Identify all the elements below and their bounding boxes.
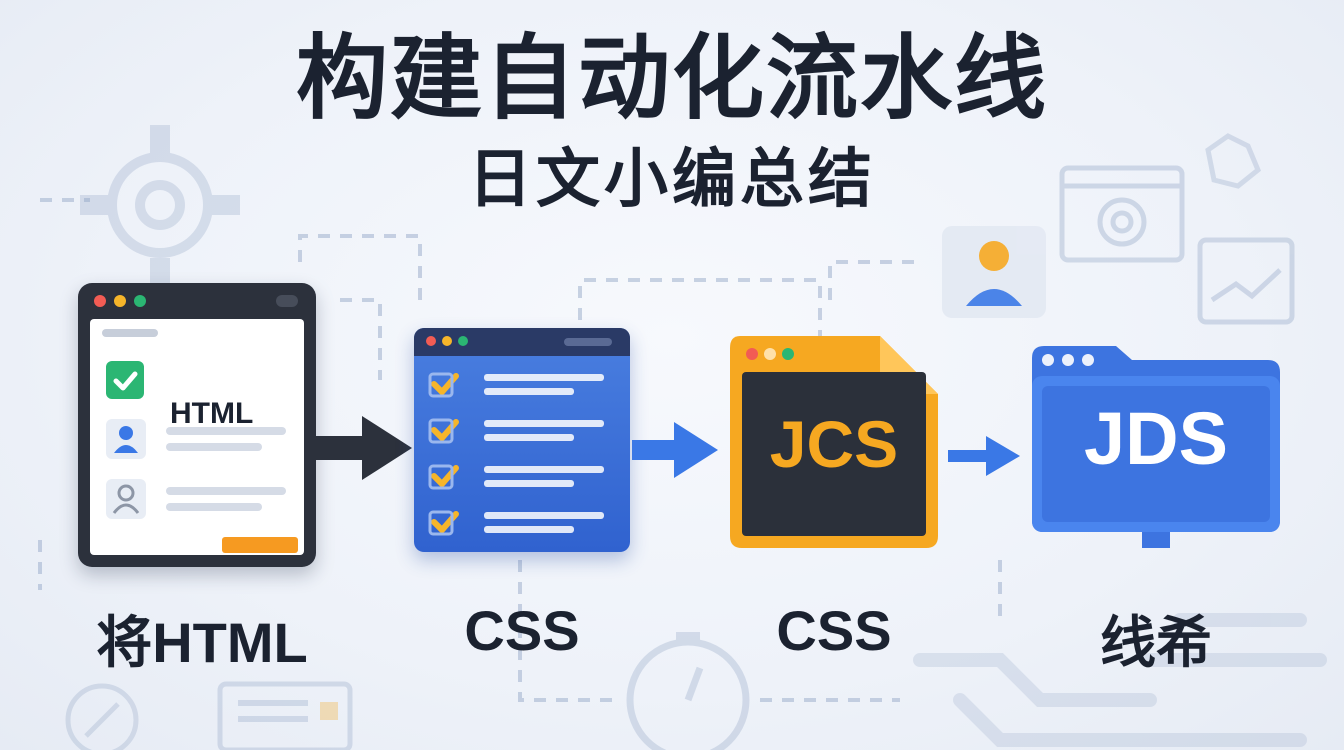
step-4-label: 线希 [1100, 611, 1212, 674]
window-minimize-dot [114, 295, 126, 307]
folder-window-icon [1032, 346, 1280, 548]
gear-icon [80, 125, 240, 286]
check-icon [106, 361, 144, 399]
compass-icon [65, 683, 139, 750]
step-4-card-text: JDS [1084, 397, 1228, 480]
arrow-right-icon [316, 416, 412, 480]
page-title: 构建自动化流水线 [295, 25, 1048, 132]
step-2-label: CSS [464, 599, 580, 662]
pipeline-machinery-icon [913, 613, 1327, 747]
window-close-dot [94, 295, 106, 307]
step-3-label: CSS [776, 599, 892, 662]
page-subtitle: 日文小编总结 [468, 143, 876, 217]
step-1-card: HTML [78, 283, 316, 567]
user-outline-icon [106, 479, 146, 519]
step-1-card-text: HTML [170, 397, 254, 430]
step-2-card [414, 328, 630, 552]
window-maximize-dot [134, 295, 146, 307]
user-profile-icon [942, 226, 1046, 318]
target-window-icon [1059, 165, 1185, 263]
arrow-right-icon [632, 422, 718, 478]
step-1-window-content: HTML [90, 319, 304, 555]
checklist-icon [428, 372, 604, 536]
arrow-right-icon [948, 436, 1020, 476]
chart-window-icon [1197, 237, 1295, 325]
dashed-connectors [38, 198, 1002, 702]
user-avatar-icon [106, 419, 146, 459]
step-3-card: JCS [730, 336, 938, 548]
code-file-icon [730, 336, 938, 548]
step-1-label: 将HTML [96, 611, 308, 674]
stopwatch-icon [626, 632, 750, 750]
submit-button-shape [222, 537, 298, 553]
step-4-card: JDS [1032, 346, 1280, 548]
step-3-card-text: JCS [769, 407, 899, 481]
puzzle-icon [1205, 133, 1262, 189]
document-icon [217, 681, 353, 750]
